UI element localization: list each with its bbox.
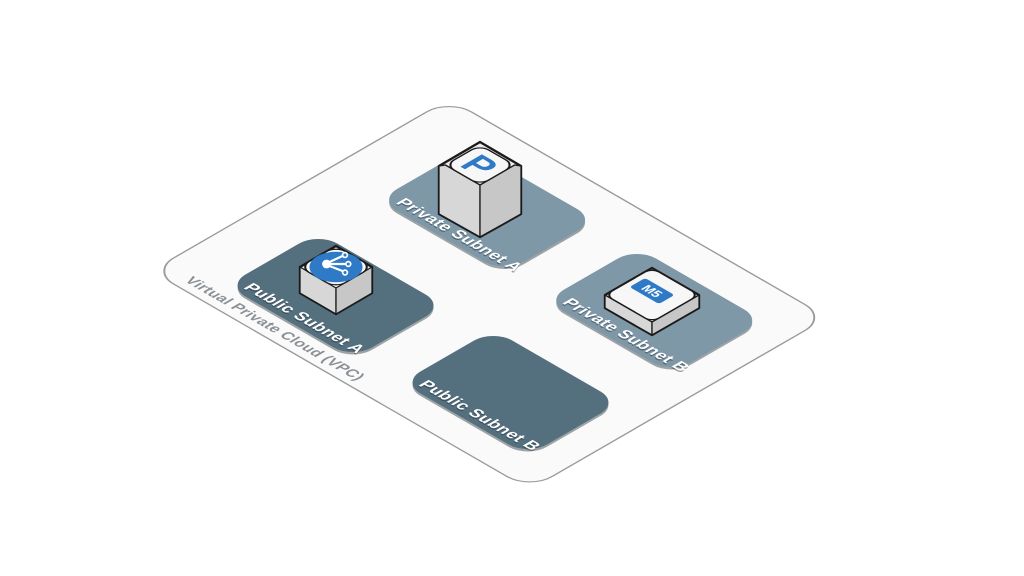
- lb-glyph-branch: [328, 254, 344, 264]
- p-keycap-icon: P: [437, 140, 523, 239]
- lb-glyph-endpoint: [345, 260, 352, 268]
- lb-glyph-branch: [328, 264, 344, 273]
- lb-branch-glyph: [322, 251, 352, 276]
- lb-glyph-endpoint: [341, 269, 349, 276]
- lb-glyph-endpoint: [341, 251, 349, 259]
- vpc-plane: [163, 106, 816, 483]
- ec2-m5-instance-icon: M5: [603, 266, 701, 337]
- load-balancer-icon: [298, 244, 374, 316]
- m5-badge: [631, 278, 673, 304]
- tile-public-subnet-b: [412, 335, 609, 450]
- vpc-plane-layer: [163, 106, 816, 483]
- lb-icon-blue-disc: [309, 251, 363, 283]
- p-icon-top-face: [449, 147, 511, 183]
